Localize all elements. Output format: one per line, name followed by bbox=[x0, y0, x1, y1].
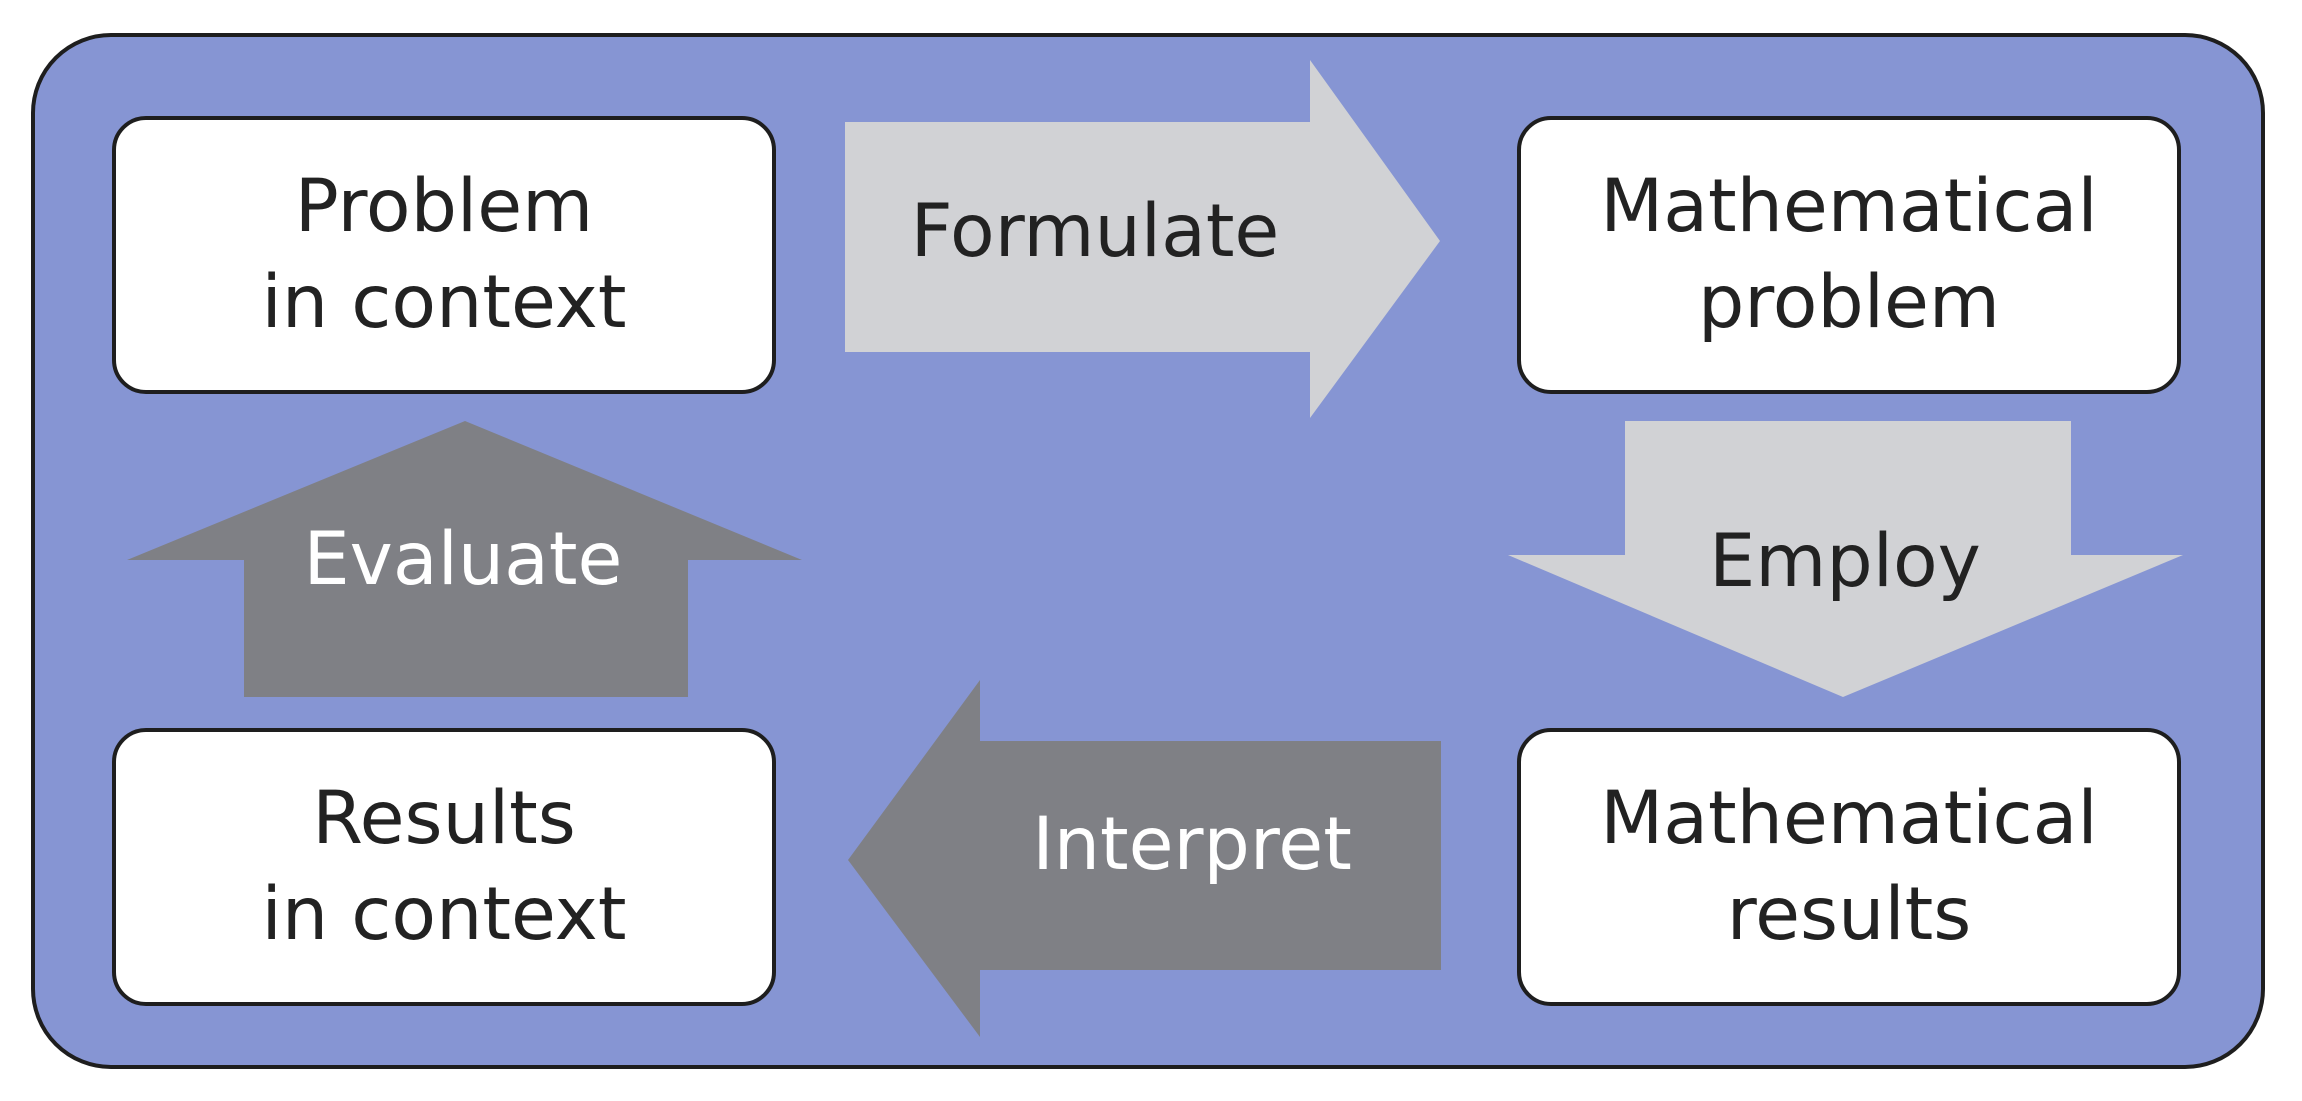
mathematical-results-box: Mathematical results bbox=[1517, 728, 2181, 1006]
box-line-1: Mathematical bbox=[1600, 776, 2098, 861]
interpret-arrow bbox=[848, 680, 1441, 1037]
results-in-context-box: Results in context bbox=[112, 728, 776, 1006]
formulate-arrow bbox=[845, 60, 1440, 418]
box-line-2: results bbox=[1726, 872, 1972, 957]
employ-label: Employ bbox=[1709, 519, 1981, 604]
formulate-label: Formulate bbox=[910, 189, 1280, 274]
problem-in-context-box: Problem in context bbox=[112, 116, 776, 394]
interpret-label: Interpret bbox=[1032, 802, 1352, 887]
box-line-2: in context bbox=[261, 260, 627, 345]
evaluate-label: Evaluate bbox=[303, 517, 623, 602]
box-line-1: Mathematical bbox=[1600, 164, 2098, 249]
box-line-2: problem bbox=[1697, 260, 2001, 345]
evaluate-arrow bbox=[127, 421, 802, 697]
box-line-2: in context bbox=[261, 872, 627, 957]
mathematical-problem-box: Mathematical problem bbox=[1517, 116, 2181, 394]
box-line-1: Results bbox=[312, 776, 576, 861]
box-line-1: Problem bbox=[294, 164, 594, 249]
employ-arrow bbox=[1508, 421, 2183, 697]
